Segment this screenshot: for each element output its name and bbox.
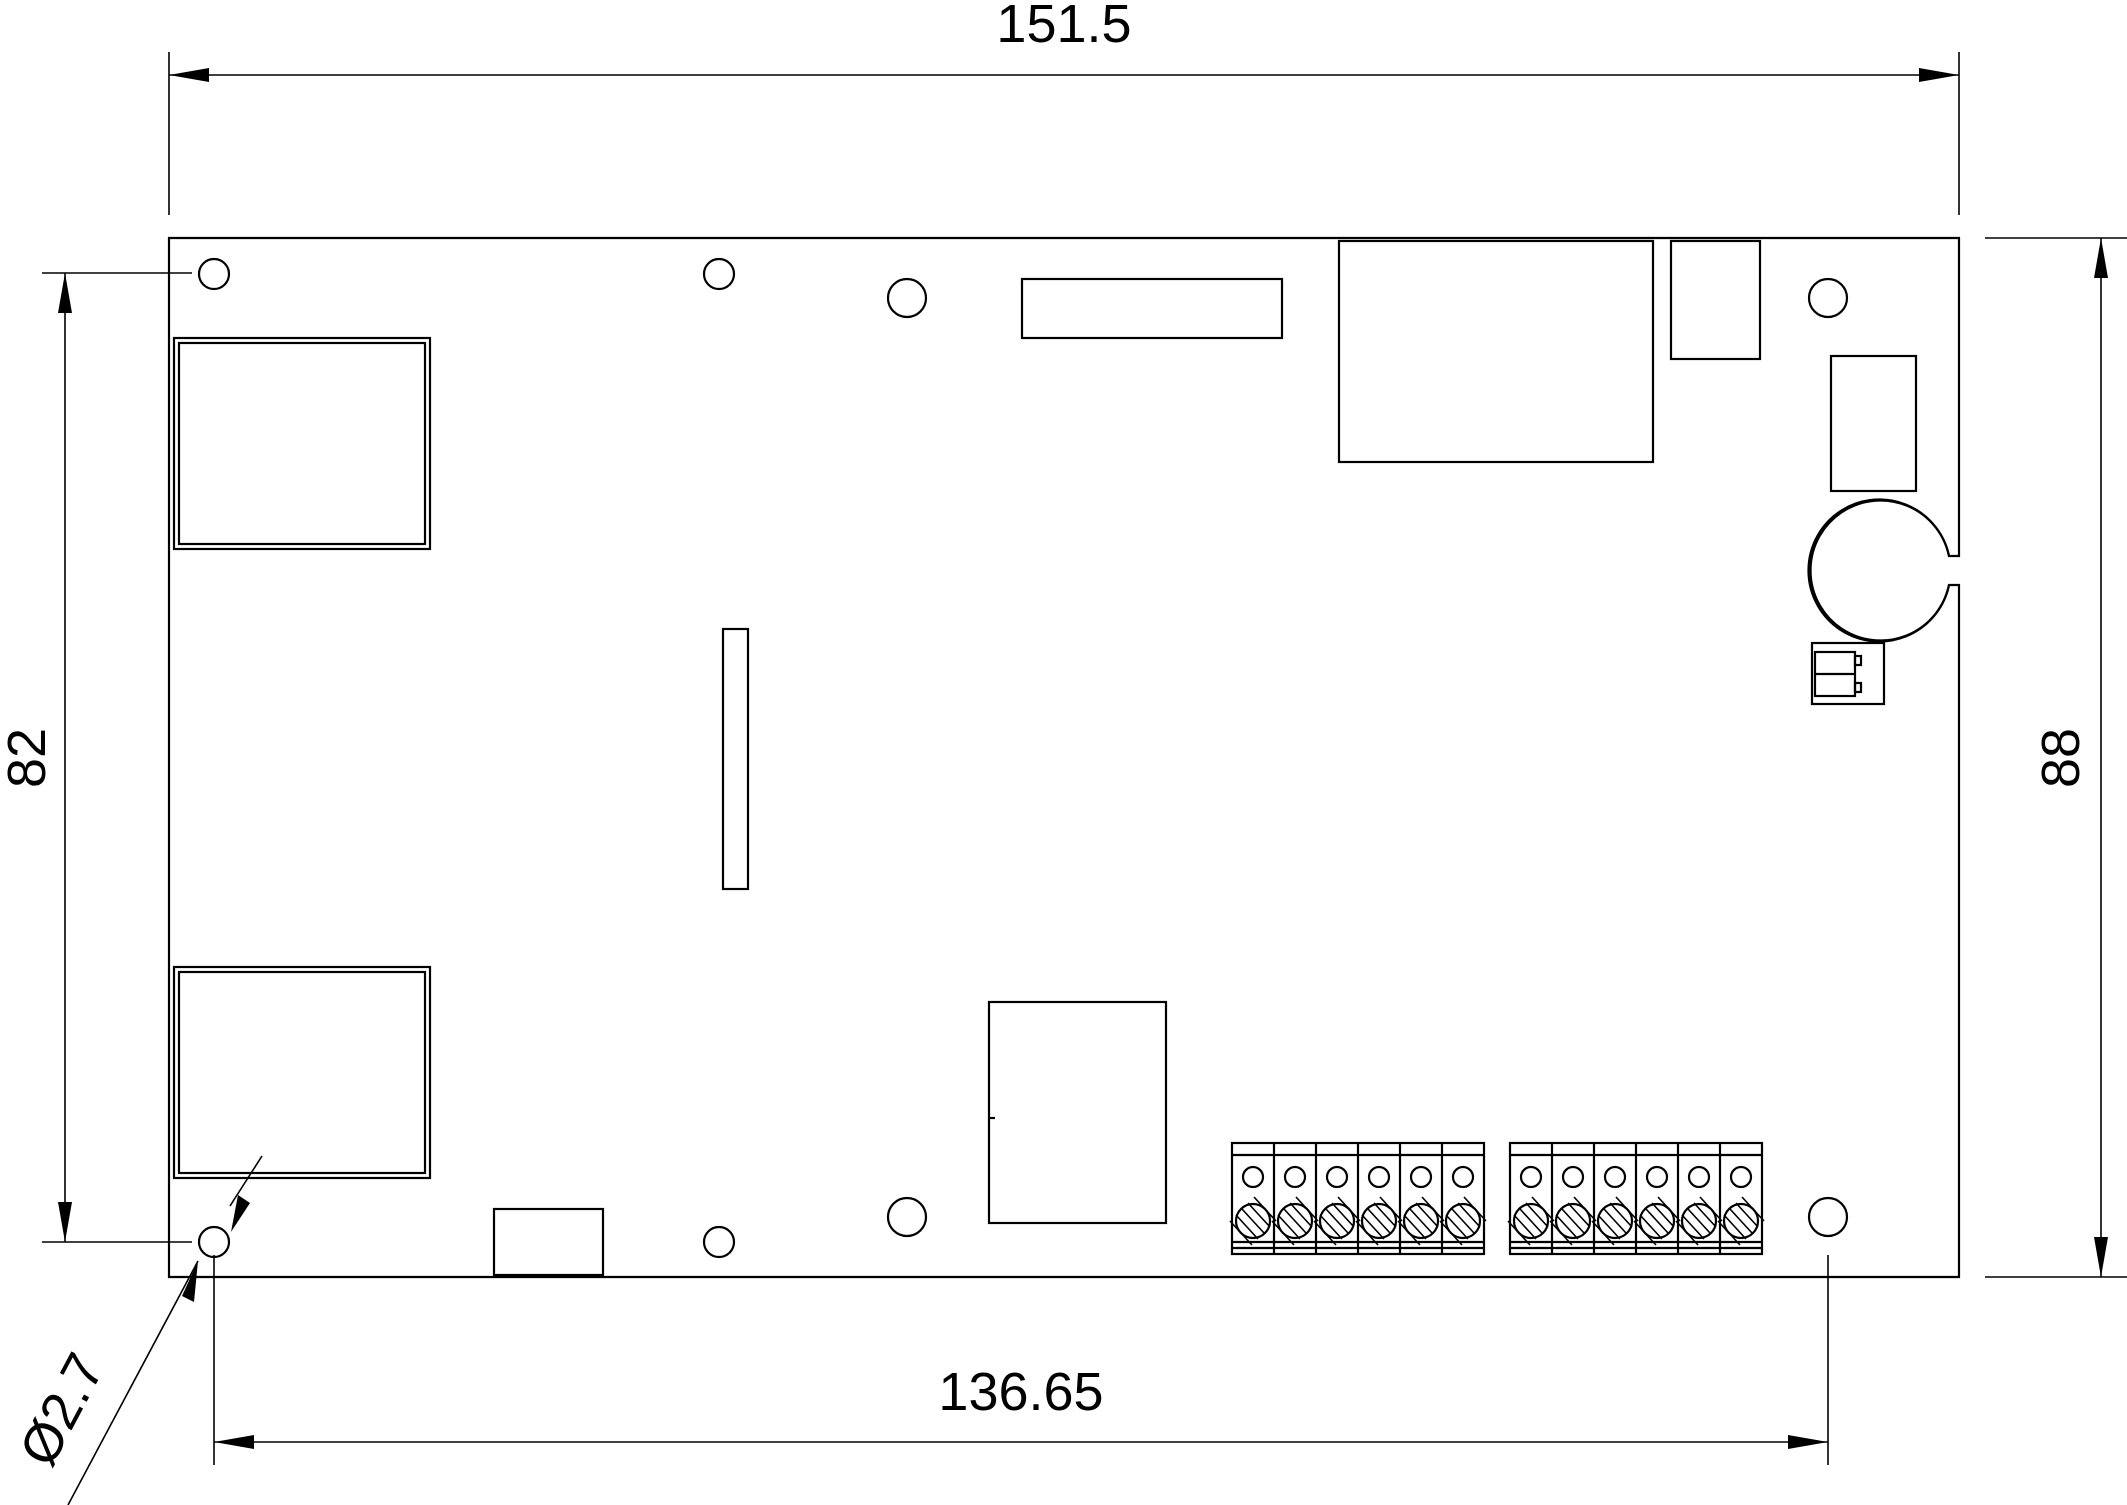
power-connector [492,1207,605,1277]
dimension-hole-vertical-spacing: 82 [0,272,192,1243]
terminal-screw-icon [1596,1202,1634,1240]
terminal-wire-hole [1325,1165,1349,1189]
small-connector [1669,239,1762,361]
terminal-wire-hole [1241,1165,1265,1189]
terminal-wire-hole [1519,1165,1543,1189]
via-hole [702,1225,736,1259]
terminal-screw-icon [1360,1202,1398,1240]
dimension-overall-height-label: 88 [2031,728,2091,788]
terminal-screw-icon [1444,1202,1482,1240]
transformer [987,1000,1168,1225]
via-hole [702,257,736,291]
terminal-wire-hole [1729,1165,1753,1189]
ethernet-jack-top [172,336,432,551]
terminal-screw-icon [1276,1202,1314,1240]
jumper-header [1810,641,1886,706]
terminal-screw-icon [1512,1202,1550,1240]
terminal-wire-hole [1645,1165,1669,1189]
dimension-hole-diameter: Ø2.7 [8,1155,263,1505]
ethernet-jack-bottom [172,965,432,1180]
mounting-hole [1807,277,1849,319]
mounting-hole [886,1196,928,1238]
mounting-hole-top-left [197,257,231,291]
terminal-wire-hole [1451,1165,1475,1189]
dimension-hole-horizontal-spacing-label: 136.65 [938,1362,1103,1422]
fuse-holder [1829,354,1918,493]
dimension-overall-width: 151.5 [168,0,1960,215]
terminal-block-left [1229,1141,1487,1256]
terminal-screw-icon [1318,1202,1356,1240]
dimension-hole-vertical-spacing-label: 82 [0,728,57,788]
terminal-wire-hole [1283,1165,1307,1189]
vertical-header [721,627,750,891]
dimension-hole-diameter-label: Ø2.7 [8,1344,116,1476]
pin-header-strip [1020,277,1284,340]
terminal-block-right [1507,1141,1765,1256]
terminal-screw-icon [1402,1202,1440,1240]
terminal-screw-icon [1722,1202,1760,1240]
terminal-wire-hole [1367,1165,1391,1189]
dimension-overall-width-label: 151.5 [996,0,1131,54]
terminal-wire-hole [1687,1165,1711,1189]
board-outline [167,236,1961,1279]
dimension-hole-horizontal-spacing: 136.65 [213,1255,1829,1465]
terminal-screw-icon [1554,1202,1592,1240]
mounting-hole-bottom-left [197,1225,231,1259]
terminal-screw-icon [1638,1202,1676,1240]
terminal-wire-hole [1561,1165,1585,1189]
mounting-hole [886,277,928,319]
terminal-wire-hole [1603,1165,1627,1189]
mounting-holes [197,257,1849,1259]
relay-module [1337,239,1655,464]
terminal-screw-icon [1680,1202,1718,1240]
mounting-hole-bottom-right [1807,1196,1849,1238]
dimension-overall-height: 88 [1985,237,2127,1278]
terminal-screw-icon [1234,1202,1272,1240]
terminal-wire-hole [1409,1165,1433,1189]
